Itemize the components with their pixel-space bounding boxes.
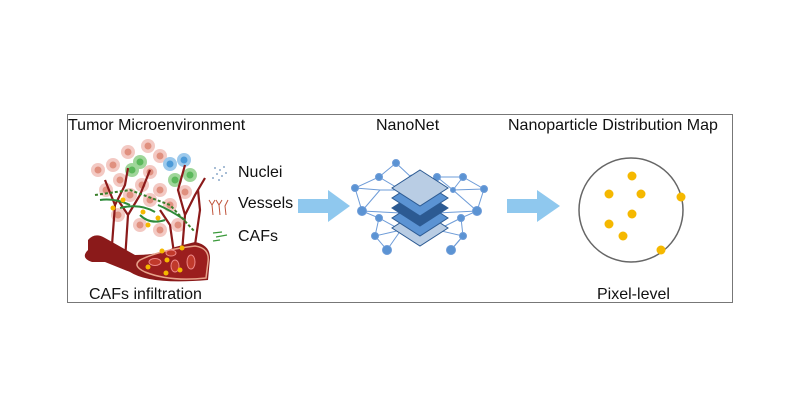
cell-nucleus bbox=[126, 191, 134, 199]
red-blood-cell bbox=[165, 249, 177, 257]
arrow-right-1 bbox=[298, 190, 350, 222]
cell-nucleus bbox=[124, 148, 132, 156]
cell-nucleus bbox=[180, 156, 188, 164]
red-blood-cell bbox=[186, 254, 196, 270]
legend-vessels-label: Vessels bbox=[238, 195, 294, 212]
red-blood-cell bbox=[170, 259, 180, 273]
caf-fibers bbox=[94, 188, 196, 233]
pixel-level-caption: Pixel-level bbox=[597, 286, 670, 303]
cell-nucleus bbox=[156, 152, 164, 160]
tumor-microenvironment-title: Tumor Microenvironment bbox=[68, 117, 246, 134]
cafs-icon bbox=[212, 231, 228, 242]
cell-nucleus bbox=[156, 226, 164, 234]
cell-nucleus bbox=[146, 196, 154, 204]
tumor-illustration bbox=[84, 139, 210, 282]
cell-nucleus bbox=[128, 166, 136, 174]
red-blood-cell bbox=[148, 258, 162, 266]
blood-vessels bbox=[103, 164, 206, 261]
layer-1 bbox=[391, 169, 449, 207]
cafs-infiltration-caption: CAFs infiltration bbox=[89, 286, 202, 303]
cell-nucleus bbox=[156, 186, 164, 194]
cell-nucleus bbox=[114, 211, 122, 219]
vessel-nanoparticles bbox=[110, 197, 185, 276]
cell-nucleus bbox=[171, 176, 179, 184]
cell-nucleus bbox=[181, 188, 189, 196]
legend-cafs-label: CAFs bbox=[238, 228, 278, 245]
cell-nucleus bbox=[116, 176, 124, 184]
figure-frame bbox=[67, 114, 733, 303]
distribution-map-title: Nanoparticle Distribution Map bbox=[508, 117, 718, 134]
arrow-right-2 bbox=[507, 190, 560, 222]
cell-nucleus bbox=[136, 221, 144, 229]
cell-nucleus bbox=[166, 160, 174, 168]
nuclei-icon bbox=[212, 166, 227, 181]
cell-nucleus bbox=[186, 171, 194, 179]
legend-nuclei-label: Nuclei bbox=[238, 164, 283, 181]
cell-nucleus bbox=[94, 166, 102, 174]
tumor-cells bbox=[91, 139, 197, 237]
cell-nucleus bbox=[174, 221, 182, 229]
cell-nucleus bbox=[136, 158, 144, 166]
cell-nucleus bbox=[144, 142, 152, 150]
vessels-icon bbox=[208, 199, 229, 216]
cell-nucleus bbox=[109, 161, 117, 169]
nanoparticles bbox=[604, 171, 686, 255]
nanonet-title: NanoNet bbox=[376, 117, 440, 134]
nanonet-layers bbox=[391, 169, 449, 247]
